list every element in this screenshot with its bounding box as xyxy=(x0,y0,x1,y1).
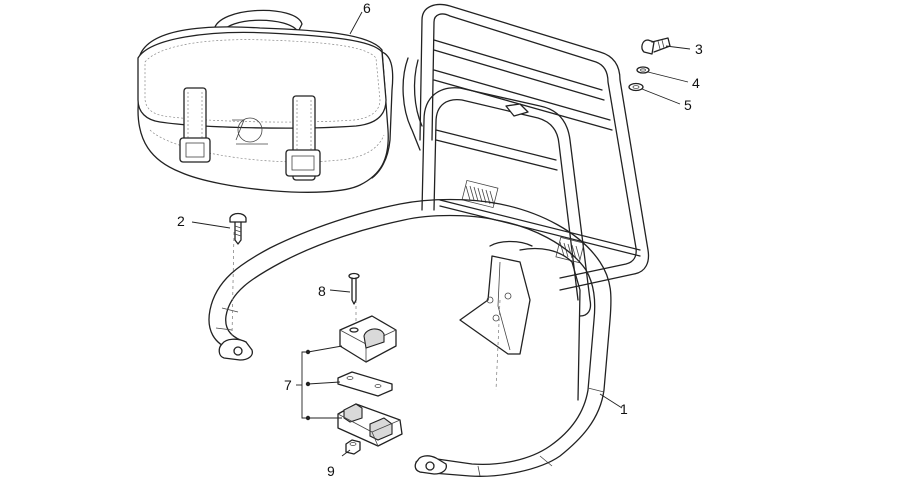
flat-washer-part-5 xyxy=(628,82,644,92)
hinge-spring-left xyxy=(461,179,499,209)
callout-8: 8 xyxy=(318,283,326,299)
saddle-bag xyxy=(137,9,394,193)
leader-lines xyxy=(191,11,691,457)
clamp-lower xyxy=(337,403,403,447)
callout-4: 4 xyxy=(692,75,700,91)
callout-2: 2 xyxy=(177,213,185,229)
spring-washer-part-4 xyxy=(636,66,650,74)
callout-3: 3 xyxy=(695,41,703,57)
callout-6: 6 xyxy=(363,0,371,16)
bag-logo-icon xyxy=(232,117,268,145)
screw-part-2 xyxy=(229,212,247,245)
bolt-part-3 xyxy=(641,37,671,55)
clamp-plate xyxy=(337,371,393,397)
screw-part-8 xyxy=(348,272,360,305)
clamp-upper xyxy=(339,315,397,363)
callout-7: 7 xyxy=(284,377,292,393)
callout-1: 1 xyxy=(620,401,628,417)
callout-5: 5 xyxy=(684,97,692,113)
callout-9: 9 xyxy=(327,463,335,479)
rear-rack-assembly xyxy=(208,3,650,477)
